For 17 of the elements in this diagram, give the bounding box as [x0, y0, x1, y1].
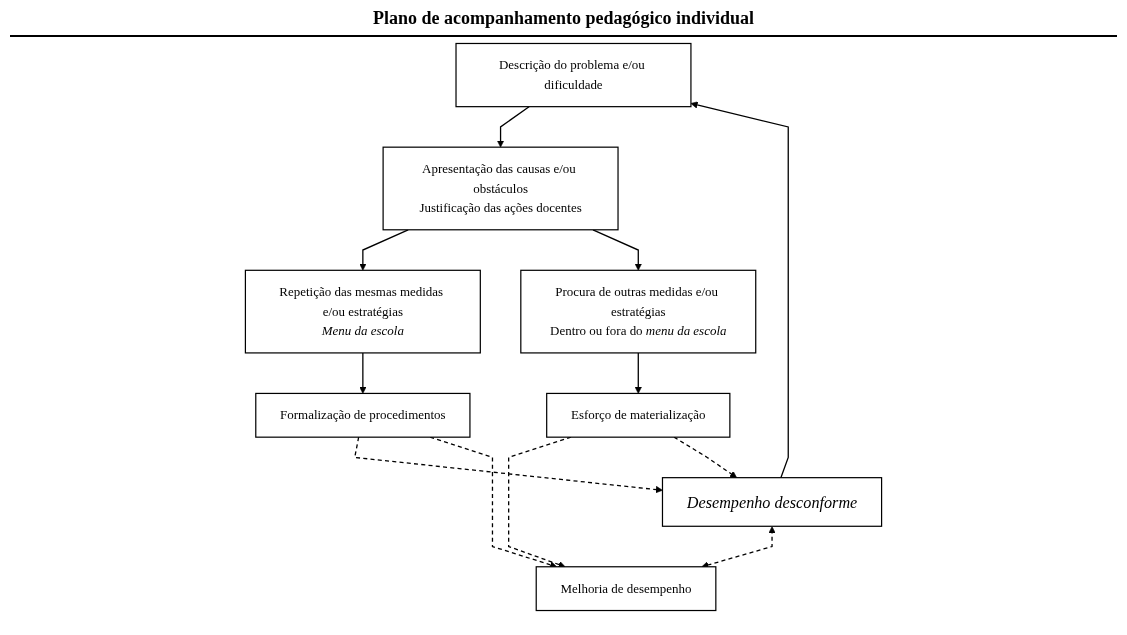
node-box: Formalização de procedimentos [255, 392, 471, 438]
arrow [354, 436, 663, 494]
arrow [359, 352, 367, 394]
node-box: Melhoria de desempenho [535, 566, 717, 612]
arrow [690, 101, 789, 479]
arrow [359, 229, 409, 271]
arrow [673, 436, 737, 478]
arrow [497, 106, 530, 148]
node-box: Desempenho desconforme [661, 477, 883, 527]
arrow [634, 352, 642, 394]
diagram-title: Plano de acompanhamento pedagógico individual [10, 0, 1117, 37]
node-box: Repetição das mesmas medidas e/ou estratégias Menu da escola [244, 269, 481, 354]
arrow [592, 229, 642, 271]
node-box: Esforço de materialização [546, 392, 731, 438]
node-box: Apresentação das causas e/ou obstáculos Justificação das ações docentes [382, 146, 619, 231]
node-box: Descrição do problema e/ou dificuldade [455, 42, 692, 108]
node-box: Procura de outras medidas e/ou estratégias Dentro ou fora do menu da escola [520, 269, 757, 354]
